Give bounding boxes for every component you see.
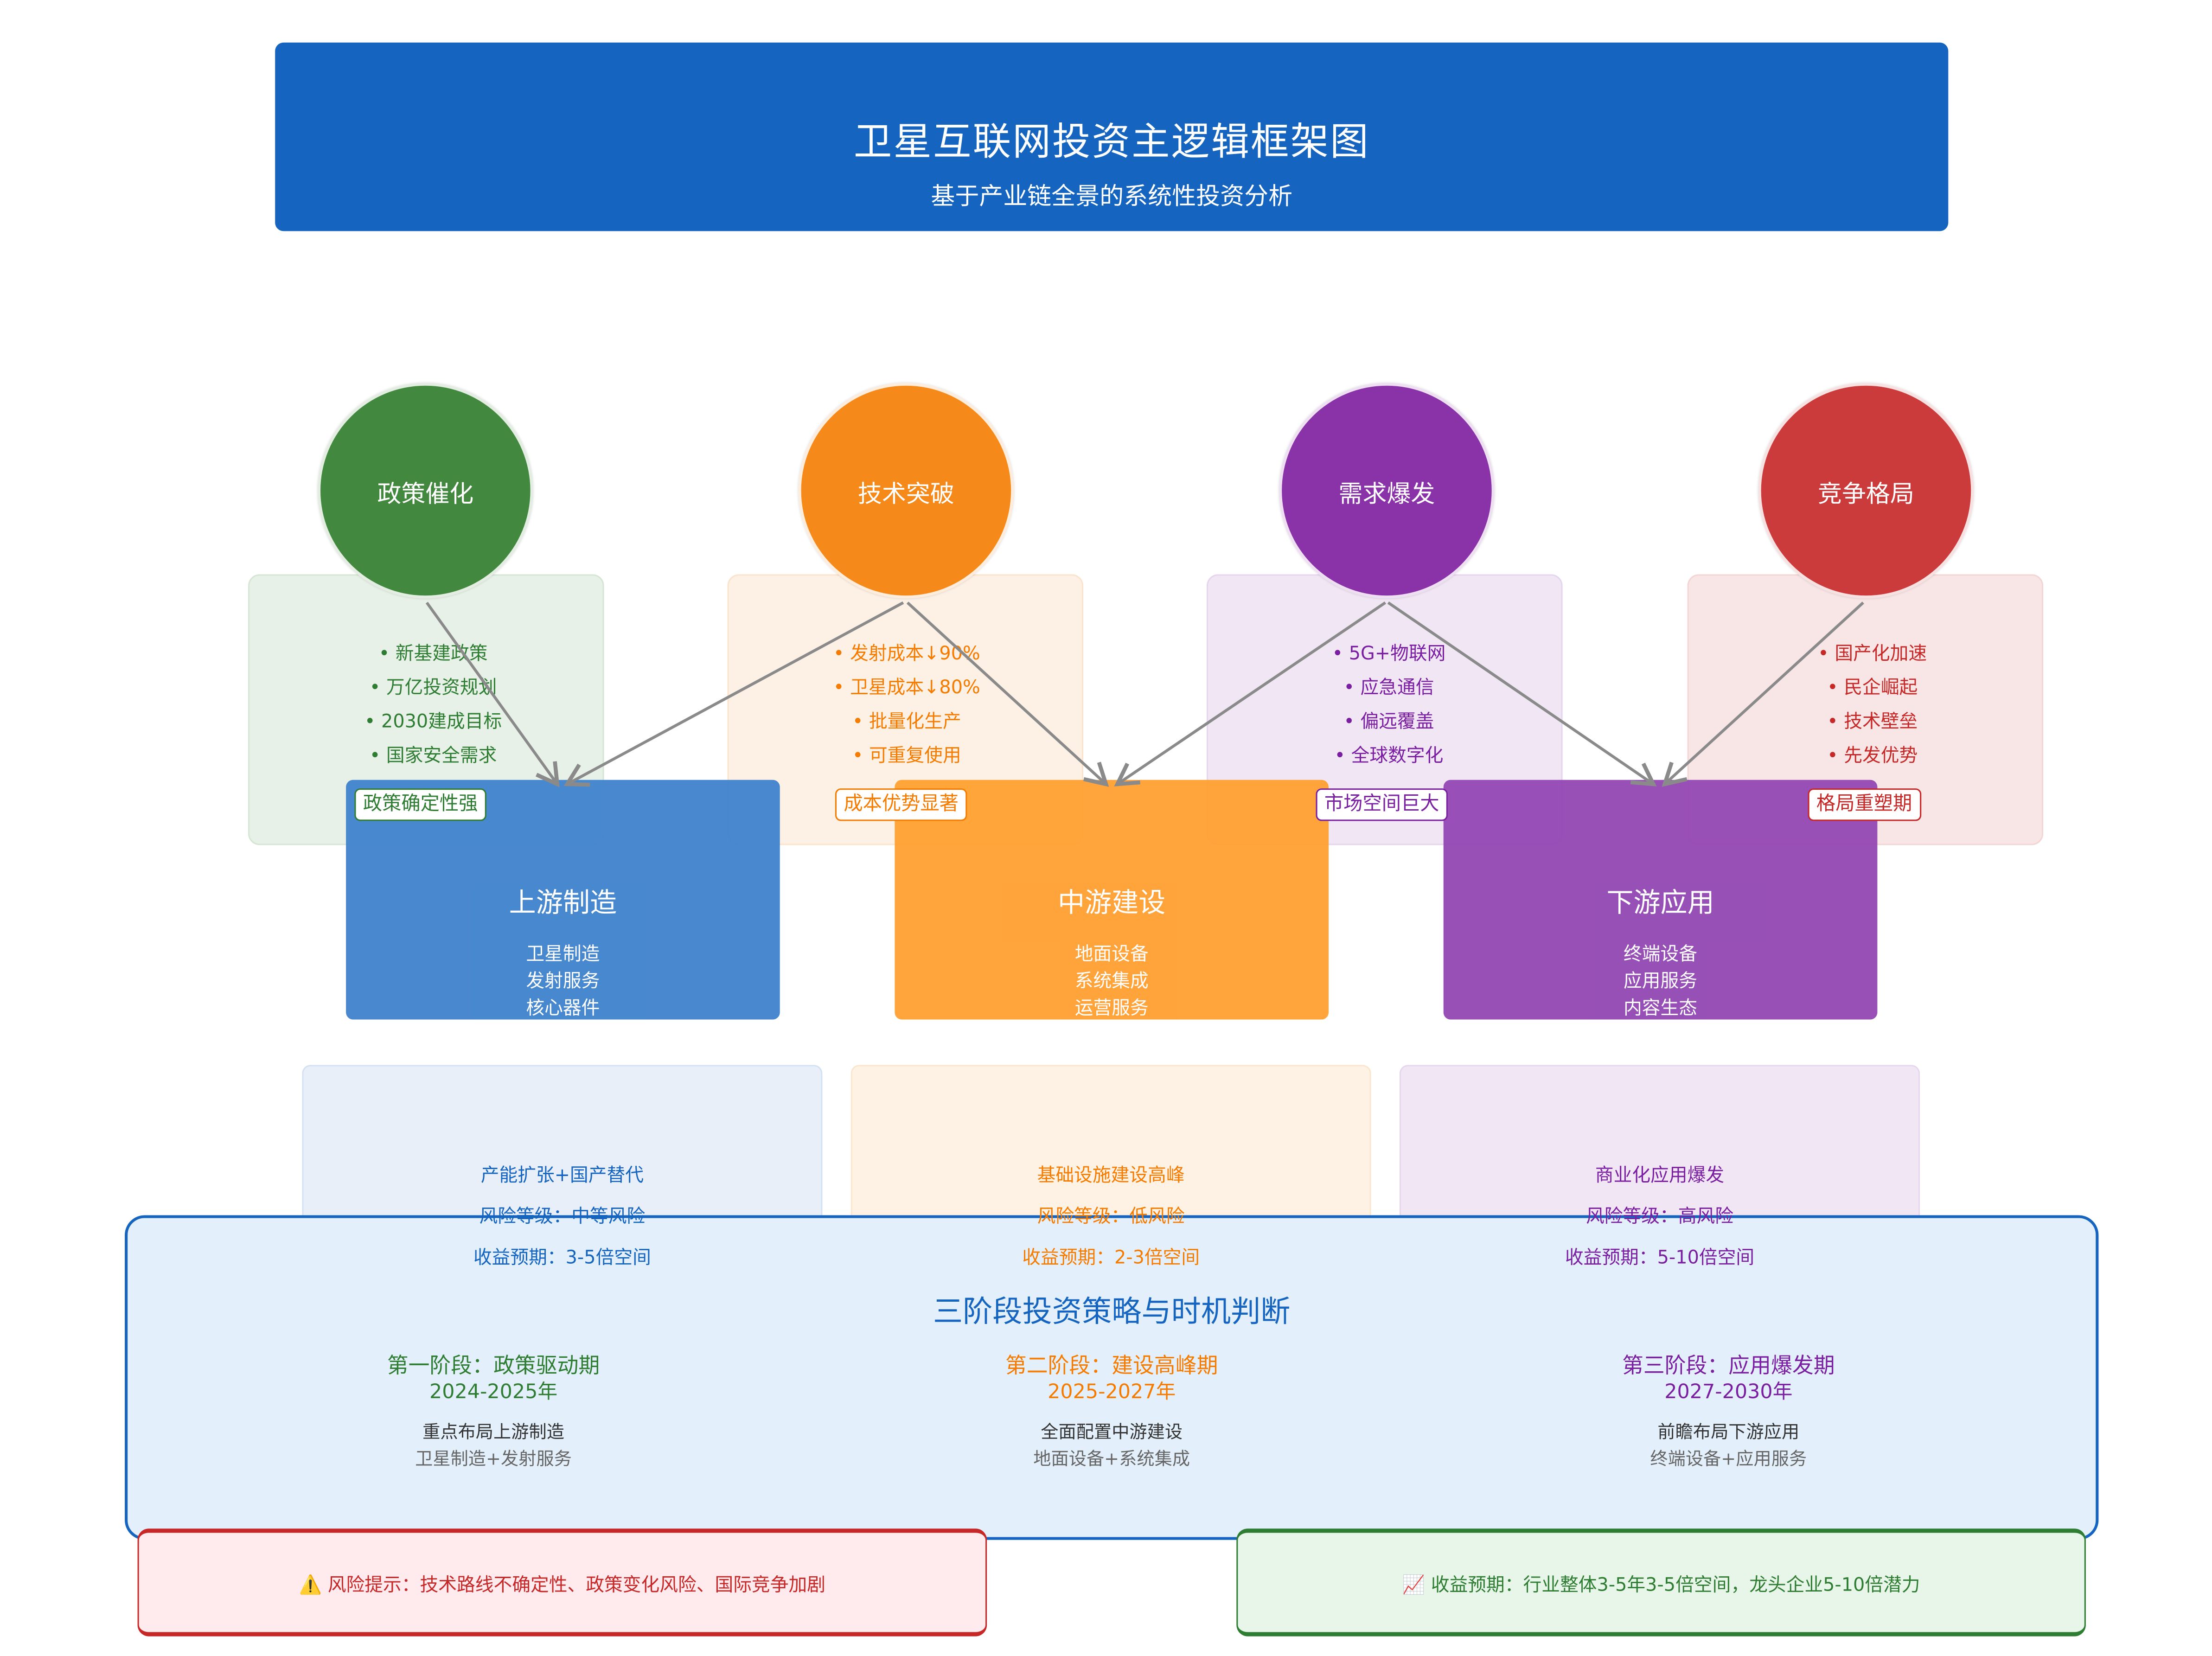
outlook-panel-downstream — [1399, 1065, 1920, 1218]
stage-years: 2025-2027年 — [1048, 1381, 1176, 1404]
stage-3: 第三阶段：应用爆发期 2027-2030年 前瞻布局下游应用 终端设备+应用服务 — [1516, 1350, 1941, 1471]
stage-detail: 终端设备+应用服务 — [1650, 1447, 1807, 1469]
segment-downstream: 下游应用 终端设备应用服务内容生态 — [1443, 780, 1878, 1020]
arrow-tech-midstream — [906, 601, 1109, 787]
outlook-return: 收益预期：2-3倍空间 — [1022, 1247, 1200, 1269]
segment-item: 运营服务 — [1074, 998, 1149, 1020]
driver-bullets-policy: • 新基建政策• 万亿投资规划• 2030建成目标• 国家安全需求 — [255, 638, 611, 774]
bullet: • 全球数字化 — [1334, 746, 1444, 767]
stage-detail: 地面设备+系统集成 — [1033, 1447, 1190, 1469]
driver-bullets-competition: • 国产化加速 • 民企崛起 • 技术壁垒 • 先发优势 — [1694, 638, 2050, 774]
tag-tech: 成本优势显著 — [835, 788, 967, 821]
driver-circle-policy: 政策催化 — [317, 383, 533, 599]
bullet: • 2030建成目标 — [364, 711, 502, 733]
driver-circle-competition: 竞争格局 — [1758, 383, 1974, 599]
stage-focus: 全面配置中游建设 — [1041, 1420, 1183, 1442]
bullet: • 先发优势 — [1827, 746, 1918, 767]
bullet: • 批量化生产 — [852, 711, 961, 733]
driver-circle-tech: 技术突破 — [798, 383, 1014, 599]
return-outlook-text: 📈 收益预期：行业整体3-5年3-5倍空间，龙头企业5-10倍潜力 — [1402, 1574, 1920, 1596]
outlook-panel-midstream — [850, 1065, 1371, 1218]
driver-circle-demand: 需求爆发 — [1279, 383, 1495, 599]
segment-title: 中游建设 — [1057, 888, 1166, 919]
bullet: • 民企崛起 — [1827, 678, 1918, 699]
stage-2: 第二阶段：建设高峰期 2025-2027年 全面配置中游建设 地面设备+系统集成 — [899, 1350, 1324, 1471]
stage-years: 2024-2025年 — [429, 1381, 558, 1404]
header-banner: 卫星互联网投资主逻辑框架图 基于产业链全景的系统性投资分析 — [275, 42, 1949, 231]
stage-name: 第三阶段：应用爆发期 — [1622, 1353, 1835, 1379]
segment-item: 核心器件 — [526, 998, 600, 1020]
segment-item: 终端设备 — [1624, 944, 1698, 966]
outlook-panel-upstream — [302, 1065, 823, 1218]
driver-label: 竞争格局 — [1817, 480, 1914, 509]
stage-detail: 卫星制造+发射服务 — [415, 1447, 572, 1469]
tag-policy: 政策确定性强 — [354, 788, 486, 821]
outlook-return: 收益预期：3-5倍空间 — [473, 1247, 651, 1269]
outlook-risk: 风险等级：中等风险 — [479, 1207, 646, 1228]
outlook-theme: 基础设施建设高峰 — [1037, 1165, 1185, 1187]
driver-label: 技术突破 — [857, 480, 954, 509]
arrow-competition-downstream — [1662, 601, 1864, 787]
driver-bullets-tech: • 发射成本↓90%• 卫星成本↓80%• 批量化生产• 可重复使用 — [729, 638, 1085, 774]
strategy-title: 三阶段投资策略与时机判断 — [933, 1294, 1291, 1329]
page-title: 卫星互联网投资主逻辑框架图 — [853, 120, 1370, 165]
tag-demand: 市场空间巨大 — [1316, 788, 1448, 821]
bullet: • 5G+物联网 — [1332, 644, 1446, 665]
driver-bullets-demand: • 5G+物联网 • 应急通信 • 偏远覆盖 • 全球数字化 — [1211, 638, 1566, 774]
stage-focus: 重点布局上游制造 — [422, 1420, 564, 1442]
bullet: • 万亿投资规划 — [369, 678, 497, 699]
stage-focus: 前瞻布局下游应用 — [1657, 1420, 1800, 1442]
outlook-risk: 风险等级：低风险 — [1037, 1207, 1185, 1228]
outlook-theme: 商业化应用爆发 — [1595, 1165, 1725, 1187]
outlook-return: 收益预期：5-10倍空间 — [1565, 1247, 1755, 1269]
segment-item: 系统集成 — [1074, 971, 1149, 993]
segment-item: 地面设备 — [1074, 944, 1149, 966]
outlook-risk: 风险等级：高风险 — [1585, 1207, 1734, 1228]
bullet: • 国家安全需求 — [369, 746, 497, 767]
arrow-demand-downstream — [1387, 601, 1657, 786]
bullet: • 技术壁垒 — [1827, 711, 1918, 733]
arrow-tech-upstream — [563, 601, 904, 787]
outlook-theme: 产能扩张+国产替代 — [480, 1165, 644, 1187]
bullet: • 应急通信 — [1343, 678, 1434, 699]
strategy-box — [125, 1215, 2099, 1540]
driver-label: 需求爆发 — [1338, 480, 1435, 509]
risk-warning-box: ⚠️ 风险提示：技术路线不确定性、政策变化风险、国际竞争加剧 — [137, 1528, 987, 1637]
segment-item: 发射服务 — [526, 971, 600, 993]
stage-years: 2027-2030年 — [1664, 1381, 1793, 1404]
bullet: • 可重复使用 — [852, 746, 961, 767]
segment-item: 内容生态 — [1624, 998, 1698, 1020]
stage-name: 第二阶段：建设高峰期 — [1005, 1353, 1218, 1379]
stage-name: 第一阶段：政策驱动期 — [387, 1353, 600, 1379]
segment-title: 下游应用 — [1606, 888, 1714, 919]
segment-item: 卫星制造 — [526, 944, 600, 966]
bullet: • 卫星成本↓80% — [833, 678, 980, 699]
bullet: • 偏远覆盖 — [1343, 711, 1434, 733]
stage-1: 第一阶段：政策驱动期 2024-2025年 重点布局上游制造 卫星制造+发射服务 — [281, 1350, 706, 1471]
return-outlook-box: 📈 收益预期：行业整体3-5年3-5倍空间，龙头企业5-10倍潜力 — [1236, 1528, 2086, 1637]
segment-item: 应用服务 — [1624, 971, 1698, 993]
risk-warning-text: ⚠️ 风险提示：技术路线不确定性、政策变化风险、国际竞争加剧 — [299, 1574, 826, 1596]
driver-label: 政策催化 — [377, 480, 474, 509]
arrow-demand-midstream — [1114, 601, 1387, 786]
segment-midstream: 中游建设 地面设备系统集成运营服务 — [895, 780, 1329, 1020]
page-subtitle: 基于产业链全景的系统性投资分析 — [931, 183, 1293, 211]
tag-competition: 格局重塑期 — [1808, 788, 1921, 821]
segment-title: 上游制造 — [509, 888, 617, 919]
arrow-policy-upstream — [425, 601, 560, 787]
bullet: • 国产化加速 — [1818, 644, 1927, 665]
